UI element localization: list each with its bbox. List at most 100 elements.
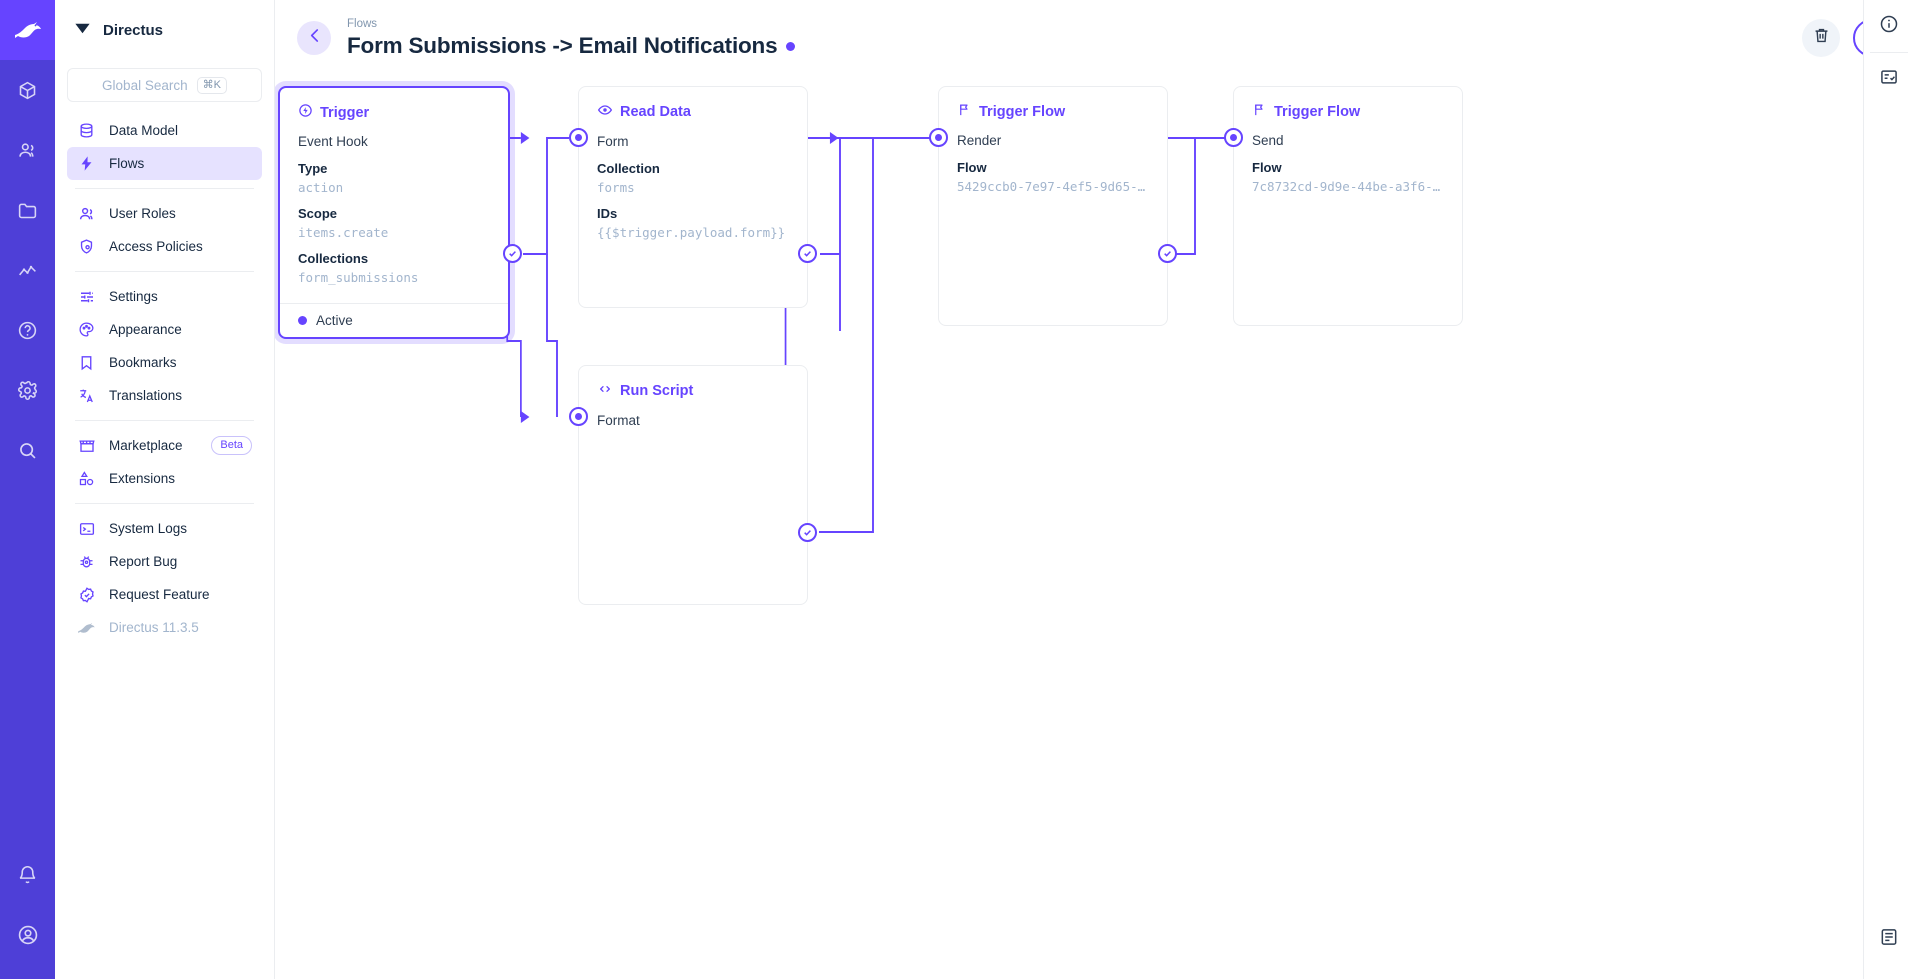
field-value-scope: items.create xyxy=(298,225,389,240)
storefront-icon xyxy=(77,436,96,455)
handle-core xyxy=(575,134,582,141)
module-insights[interactable] xyxy=(0,240,55,300)
sidebar-item-user-roles[interactable]: User Roles xyxy=(67,197,262,230)
sidebar-item-label: Appearance xyxy=(109,322,182,337)
sidebar-item-appearance[interactable]: Appearance xyxy=(67,313,262,346)
field-label-type: Type xyxy=(298,161,328,176)
sidebar-item-label: Translations xyxy=(109,388,183,403)
flow-node-trigger-flow-send[interactable]: Trigger Flow Send Flow 7c8732cd-9d9e-44b… xyxy=(1233,86,1463,326)
node-body: Format xyxy=(579,411,807,447)
node-title: Run Script xyxy=(579,366,807,411)
notes-drawer-button[interactable] xyxy=(1864,913,1913,965)
sidebar-item-label: Bookmarks xyxy=(109,355,177,370)
sidebar-item-settings[interactable]: Settings xyxy=(67,280,262,313)
field-value-collection: forms xyxy=(597,180,635,195)
node-body: Send Flow 7c8732cd-9d9e-44be-a3f6-89… xyxy=(1234,131,1462,212)
module-file-library[interactable] xyxy=(0,180,55,240)
sidebar-item-system-logs[interactable]: System Logs xyxy=(67,512,262,545)
module-settings[interactable] xyxy=(0,360,55,420)
sidebar-item-bookmarks[interactable]: Bookmarks xyxy=(67,346,262,379)
flag-icon xyxy=(1252,102,1267,121)
sidebar-item-flows[interactable]: Flows xyxy=(67,147,262,180)
breadcrumb[interactable]: Flows xyxy=(347,18,378,30)
sidebar-item-request-feature[interactable]: Request Feature xyxy=(67,578,262,611)
trigger-flow-render-input-handle[interactable] xyxy=(929,128,948,147)
project-name: Directus xyxy=(103,21,164,39)
nav-divider xyxy=(75,188,254,189)
trigger-output-handle[interactable] xyxy=(503,244,522,263)
handle-core xyxy=(1230,134,1237,141)
flow-canvas[interactable]: Trigger Event Hook Type action Scope ite… xyxy=(275,76,1863,979)
sidebar-item-label: Flows xyxy=(109,156,145,171)
sidebar-item-version: Directus 11.3.5 xyxy=(67,611,262,644)
info-circle-icon xyxy=(1879,14,1899,39)
handle-core xyxy=(935,134,942,141)
field-label-ids: IDs xyxy=(597,206,618,221)
search-input[interactable]: Global Search ⌘K xyxy=(67,68,262,102)
sidebar-item-report-bug[interactable]: Report Bug xyxy=(67,545,262,578)
module-bar xyxy=(0,0,55,979)
global-search-wrap: Global Search ⌘K xyxy=(55,60,274,114)
node-title-label: Trigger Flow xyxy=(1274,103,1361,120)
sidebar-item-translations[interactable]: Translations xyxy=(67,379,262,412)
back-button[interactable] xyxy=(297,21,331,55)
flow-node-read-data[interactable]: Read Data Form Collection forms IDs {{$t… xyxy=(578,86,808,308)
field-label-collection: Collection xyxy=(597,161,660,176)
module-documentation[interactable] xyxy=(0,300,55,360)
run-script-input-handle[interactable] xyxy=(569,407,588,426)
search-shortcut: ⌘K xyxy=(196,76,227,94)
node-title-label: Read Data xyxy=(620,104,691,120)
node-title: Trigger Flow xyxy=(939,87,1167,131)
run-script-output-handle[interactable] xyxy=(798,523,817,542)
read-data-input-handle[interactable] xyxy=(569,128,588,147)
nav-group-2: User Roles Access Policies xyxy=(55,197,274,263)
module-user-directory[interactable] xyxy=(0,120,55,180)
sidebar-item-label: Report Bug xyxy=(109,554,178,569)
trigger-flow-render-output-handle[interactable] xyxy=(1158,244,1177,263)
nav-group-5: System Logs Report Bug Request Feature D… xyxy=(55,512,274,644)
node-body: Render Flow 5429ccb0-7e97-4ef5-9d65-2b… xyxy=(939,131,1167,212)
nav-sidebar: Directus Global Search ⌘K Data Model Flo… xyxy=(55,0,275,979)
delete-flow-button[interactable] xyxy=(1802,19,1840,57)
header-titles: Flows Form Submissions -> Email Notifica… xyxy=(347,17,796,59)
check-badge-icon xyxy=(77,585,96,604)
database-icon xyxy=(77,121,96,140)
status-badge: Beta xyxy=(211,436,252,455)
flag-icon xyxy=(957,102,972,121)
directus-logo-icon[interactable] xyxy=(0,0,55,60)
node-title: Read Data xyxy=(579,87,807,132)
node-title-label: Trigger Flow xyxy=(979,103,1066,120)
trigger-flow-send-input-handle[interactable] xyxy=(1224,128,1243,147)
read-data-output-handle[interactable] xyxy=(798,244,817,263)
flow-node-trigger-flow-render[interactable]: Trigger Flow Render Flow 5429ccb0-7e97-4… xyxy=(938,86,1168,326)
bookmark-icon xyxy=(77,353,96,372)
flow-logs-button[interactable] xyxy=(1864,53,1913,105)
account-circle-icon[interactable] xyxy=(0,905,55,965)
field-label-collections: Collections xyxy=(298,251,369,266)
flow-node-trigger[interactable]: Trigger Event Hook Type action Scope ite… xyxy=(278,86,510,339)
sidebar-item-extensions[interactable]: Extensions xyxy=(67,462,262,495)
field-value-flow: 7c8732cd-9d9e-44be-a3f6-89… xyxy=(1252,179,1444,194)
sidebar-item-marketplace[interactable]: Marketplace Beta xyxy=(67,429,262,462)
sidebar-item-label: Data Model xyxy=(109,123,179,138)
bug-icon xyxy=(77,552,96,571)
module-search[interactable] xyxy=(0,420,55,480)
sidebar-item-label: System Logs xyxy=(109,521,188,536)
sidebar-item-label: Request Feature xyxy=(109,587,210,602)
handle-core xyxy=(575,413,582,420)
flow-info-button[interactable] xyxy=(1864,0,1913,52)
shield-lock-icon xyxy=(77,237,96,256)
translate-icon xyxy=(77,386,96,405)
title-row: Form Submissions -> Email Notifications xyxy=(347,33,796,59)
flow-node-run-script[interactable]: Run Script Format xyxy=(578,365,808,605)
node-subtitle: Send xyxy=(1252,133,1284,148)
notifications-icon[interactable] xyxy=(0,845,55,905)
sidebar-item-access-policies[interactable]: Access Policies xyxy=(67,230,262,263)
module-content[interactable] xyxy=(0,60,55,120)
field-label-scope: Scope xyxy=(298,206,338,221)
sidebar-item-data-model[interactable]: Data Model xyxy=(67,114,262,147)
nav-group-4: Marketplace Beta Extensions xyxy=(55,429,274,495)
sidebar-item-label: Settings xyxy=(109,289,158,304)
sidebar-item-label: User Roles xyxy=(109,206,176,221)
